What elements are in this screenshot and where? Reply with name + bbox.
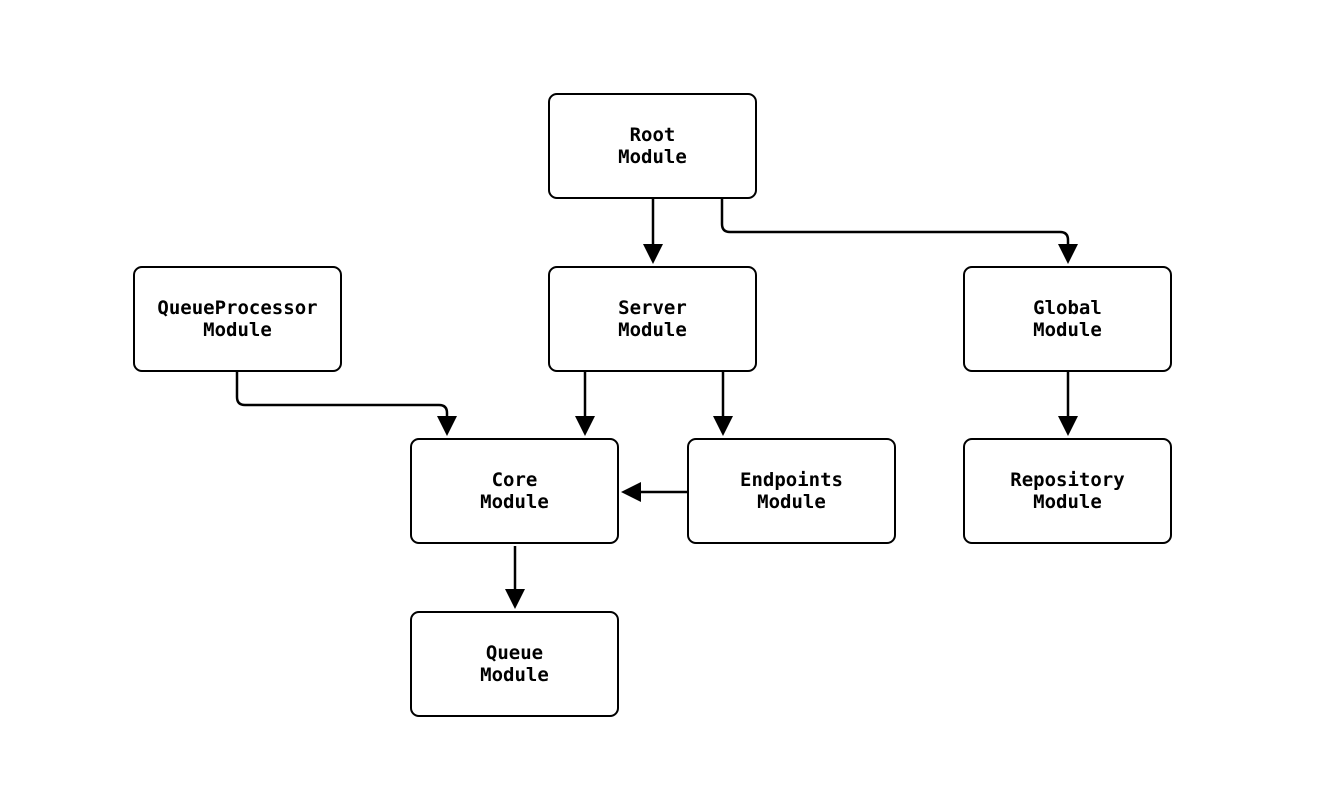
node-queue-module: Queue Module: [410, 611, 619, 717]
node-root-module-label-line1: Root: [629, 124, 676, 146]
node-repository-module-label-line1: Repository: [1010, 469, 1125, 491]
node-server-module-label-line2: Module: [618, 319, 687, 341]
node-queue-module-label-line1: Queue: [485, 642, 544, 664]
node-core-module-label-line1: Core: [491, 469, 538, 491]
node-root-module-label-line2: Module: [618, 146, 687, 168]
node-core-module-label-line2: Module: [480, 491, 549, 513]
node-server-module-label-line1: Server: [618, 297, 687, 319]
node-queueprocessor-module-label-line1: QueueProcessor: [157, 297, 318, 319]
node-global-module-label-line1: Global: [1033, 297, 1102, 319]
node-root-module: Root Module: [548, 93, 757, 199]
node-endpoints-module-label-line1: Endpoints: [740, 469, 843, 491]
node-endpoints-module: Endpoints Module: [687, 438, 896, 544]
node-global-module-label-line2: Module: [1033, 319, 1102, 341]
edge-queueprocessor-to-core: [235, 372, 457, 436]
node-server-module: Server Module: [548, 266, 757, 372]
node-queueprocessor-module-label-line2: Module: [203, 319, 272, 341]
node-core-module: Core Module: [410, 438, 619, 544]
node-repository-module-label-line2: Module: [1033, 491, 1102, 513]
edge-root-to-global: [720, 199, 1078, 264]
node-queueprocessor-module: QueueProcessor Module: [133, 266, 342, 372]
node-endpoints-module-label-line2: Module: [757, 491, 826, 513]
node-queue-module-label-line2: Module: [480, 664, 549, 686]
node-global-module: Global Module: [963, 266, 1172, 372]
node-repository-module: Repository Module: [963, 438, 1172, 544]
